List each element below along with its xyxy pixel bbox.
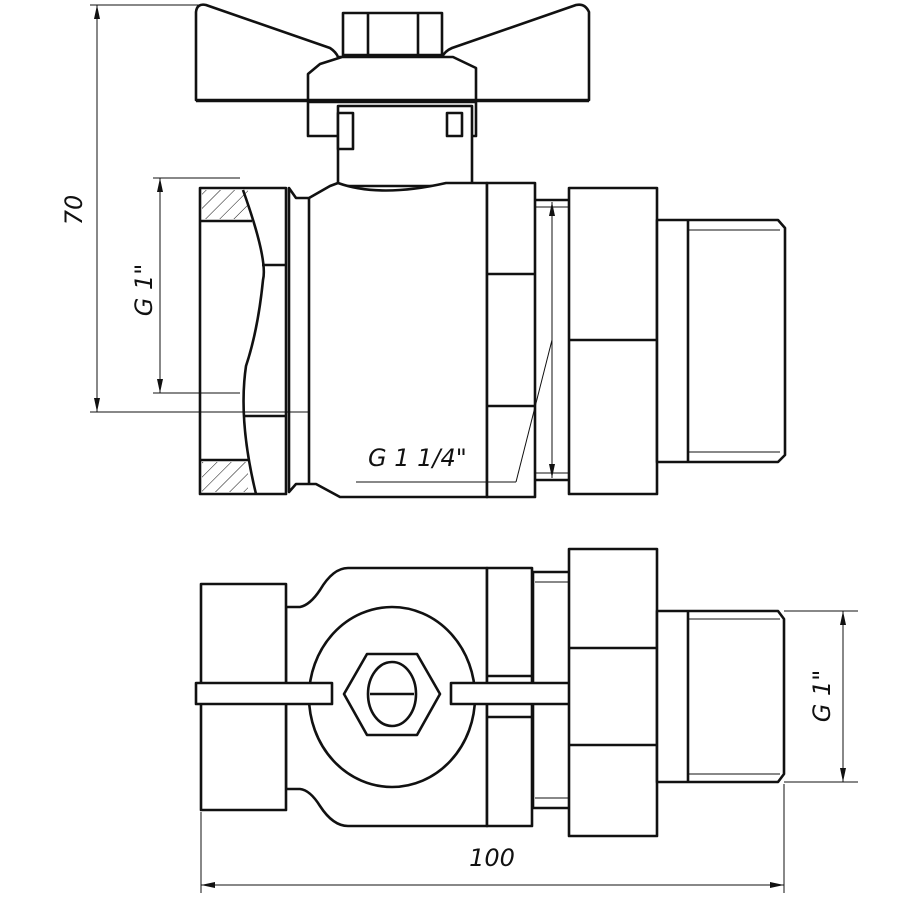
front-view: 70 G 1" G 1 1/4": [60, 3, 787, 499]
union-thread-label: G 1 1/4": [368, 444, 467, 472]
handle-nut: [341, 11, 444, 57]
outlet-thread-label: G 1": [808, 670, 836, 723]
height-dimension-label: 70: [60, 195, 88, 226]
top-view: G 1" 100: [194, 547, 858, 893]
outlet-male-thread-top: [655, 609, 786, 784]
outlet-male-thread: [655, 218, 787, 464]
body-hex: [485, 181, 537, 499]
handle-collar: [306, 55, 478, 102]
length-dimension: 100: [200, 784, 785, 893]
inlet-nut: [198, 186, 288, 496]
inlet-thread-dimension: G 1": [130, 177, 240, 394]
handle-wing-left: [194, 681, 334, 706]
union-nut-top: [567, 547, 659, 838]
inlet-thread-label: G 1": [130, 264, 158, 317]
height-dimension: 70: [60, 4, 310, 413]
outlet-thread-dimension: G 1": [784, 610, 858, 783]
length-dimension-label: 100: [469, 844, 515, 872]
union-thread-dimension: G 1 1/4": [356, 202, 555, 483]
valve-body: [287, 181, 489, 499]
